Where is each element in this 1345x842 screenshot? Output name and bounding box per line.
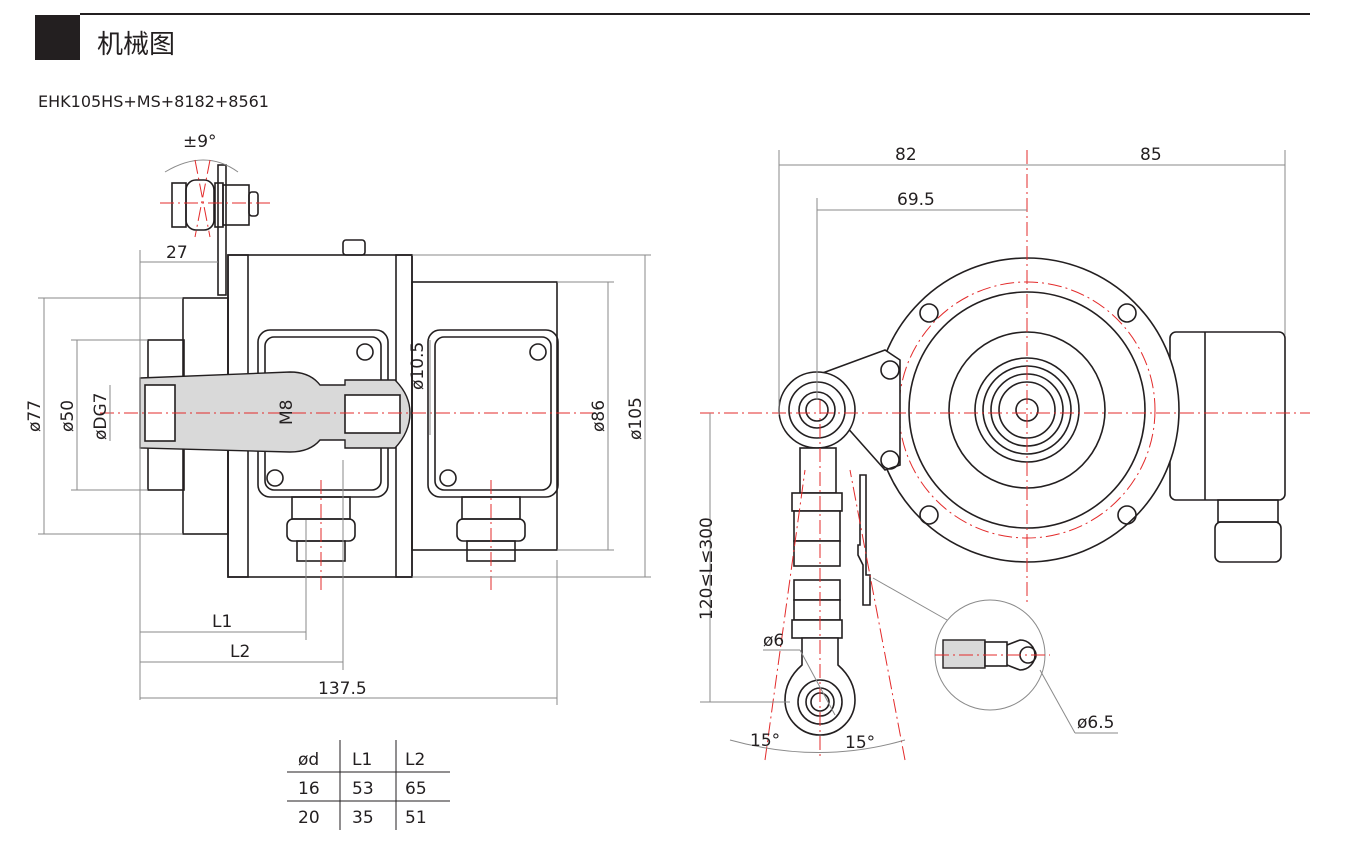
header-rule bbox=[80, 13, 1310, 15]
model-subtitle: EHK105HS+MS+8182+8561 bbox=[38, 92, 269, 111]
side-box bbox=[1169, 331, 1286, 501]
table-cell: 65 bbox=[405, 779, 427, 799]
dim-27: 27 bbox=[166, 243, 188, 263]
dim-137-5: 137.5 bbox=[318, 679, 367, 699]
table-cell: 51 bbox=[405, 808, 427, 828]
dim-d6-5: ø6.5 bbox=[1077, 713, 1114, 733]
dim-d50: ø50 bbox=[58, 400, 78, 432]
dim-l2: L2 bbox=[230, 642, 250, 662]
side-view: ±9° 27 ø77 ø50 øDG7 M8 ø10.5 ø86 ø105 L1… bbox=[25, 132, 651, 705]
page-title: 机械图 bbox=[97, 30, 176, 60]
right-housing bbox=[411, 281, 558, 551]
dim-l1: L1 bbox=[212, 612, 232, 632]
table-cell: 53 bbox=[352, 779, 374, 799]
dim-82: 82 bbox=[895, 145, 917, 165]
table-cell: 35 bbox=[352, 808, 374, 828]
table-cell: 16 bbox=[298, 779, 320, 799]
dim-85: 85 bbox=[1140, 145, 1162, 165]
dim-arm-length: 120≤L≤300 bbox=[697, 517, 717, 620]
gland-front bbox=[1214, 499, 1282, 563]
dim-d105: ø105 bbox=[626, 397, 646, 440]
dim-d77: ø77 bbox=[25, 400, 45, 432]
dim-69-5: 69.5 bbox=[897, 190, 935, 210]
table-cell: 20 bbox=[298, 808, 320, 828]
dim-m8: M8 bbox=[277, 400, 297, 425]
cable-detail bbox=[942, 639, 986, 669]
header-block bbox=[35, 15, 80, 60]
dim-angle-left: 15° bbox=[750, 731, 780, 751]
dimension-table: ød L1 L2 16 53 65 20 35 51 bbox=[287, 740, 450, 830]
shaft bbox=[139, 371, 411, 453]
dim-angle-right: 15° bbox=[845, 733, 875, 753]
dim-d6: ø6 bbox=[763, 631, 784, 651]
dim-d86: ø86 bbox=[589, 400, 609, 432]
table-header: ød bbox=[298, 750, 319, 770]
dim-angle: ±9° bbox=[183, 132, 217, 152]
dim-dg7: øDG7 bbox=[91, 393, 111, 440]
dim-d10-5: ø10.5 bbox=[408, 342, 428, 390]
table-header: L1 bbox=[352, 750, 372, 770]
table-header: L2 bbox=[405, 750, 425, 770]
ball-joint bbox=[160, 159, 272, 296]
front-view: 82 85 69.5 120≤L≤300 ø6 ø6.5 15° 15° bbox=[697, 145, 1310, 761]
